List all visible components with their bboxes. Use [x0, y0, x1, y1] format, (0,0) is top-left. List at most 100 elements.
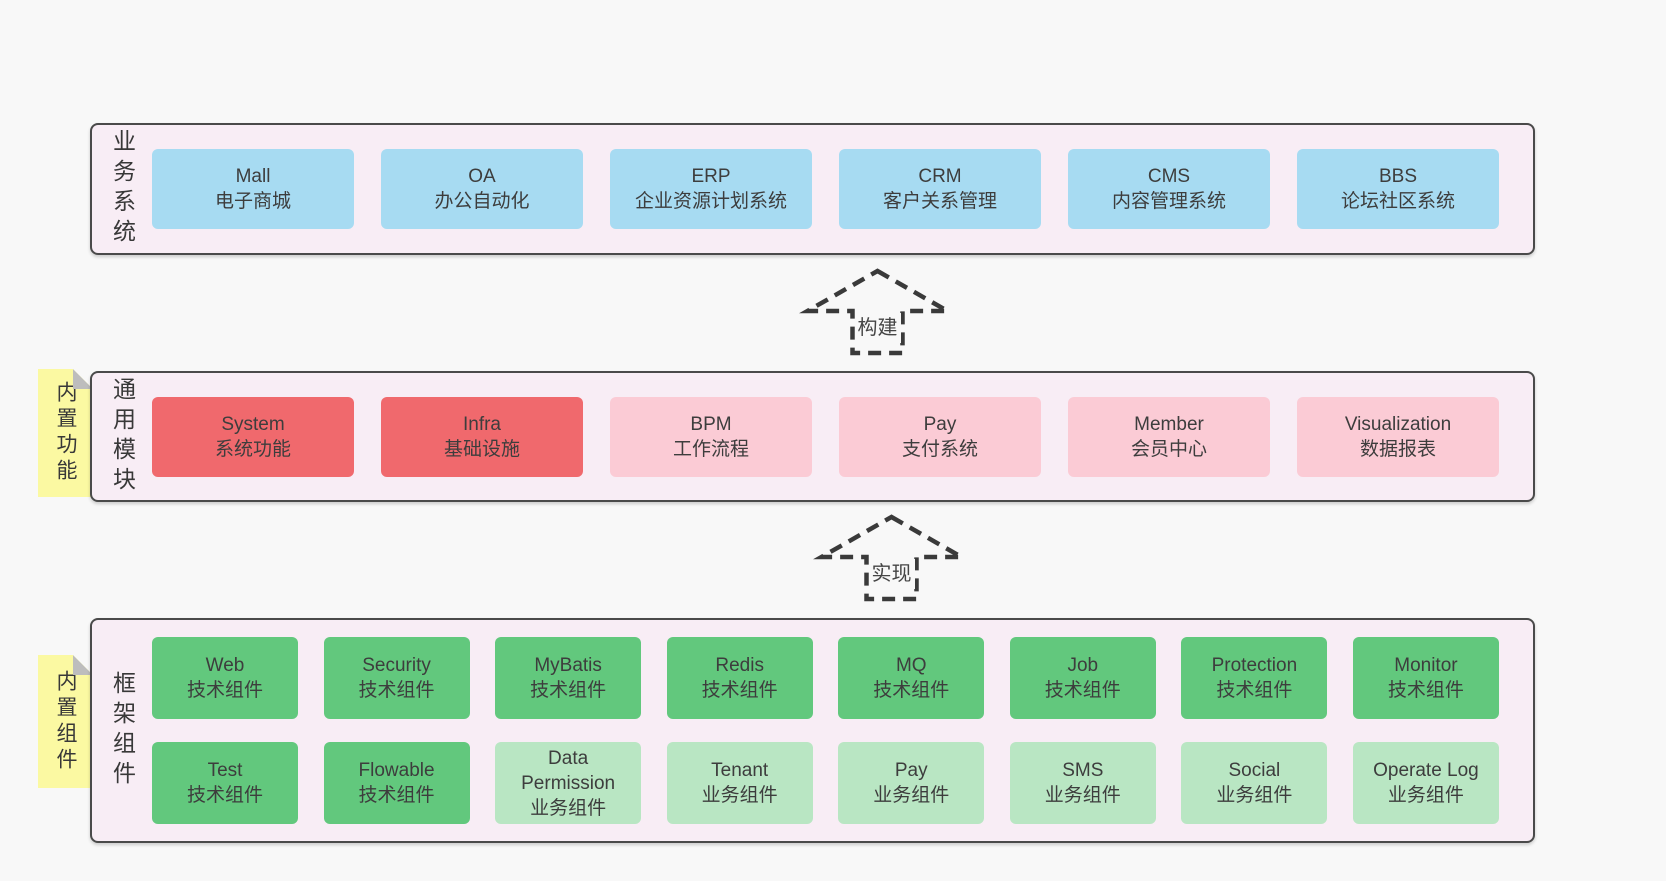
- box-title: CRM: [918, 166, 962, 187]
- box-subtitle: 业务组件: [1044, 785, 1121, 806]
- module-box-bpm: BPM 工作流程: [610, 396, 812, 477]
- box-subtitle: 系统功能: [214, 438, 291, 460]
- box-subtitle: 技术组件: [873, 680, 950, 701]
- box-subtitle: 工作流程: [672, 438, 749, 460]
- dashed-up-arrow-implement: 实现: [813, 514, 970, 602]
- box-subtitle: 技术组件: [1216, 680, 1293, 701]
- arrow-label: 实现: [872, 562, 912, 585]
- box-title: Flowable: [358, 760, 435, 781]
- band-label: 通用模块: [109, 376, 136, 497]
- box-subtitle: 业务组件: [1216, 785, 1293, 806]
- system-box-crm: CRM 客户关系管理: [839, 149, 1041, 229]
- band-label: 业务系统: [109, 129, 136, 249]
- common-modules-row: System 系统功能 Infra 基础设施 BPM 工作流程 Pay 支付系统…: [152, 373, 1533, 500]
- box-title: BPM: [690, 413, 732, 435]
- module-box-infra: Infra 基础设施: [381, 396, 583, 477]
- box-subtitle: 客户关系管理: [882, 191, 997, 212]
- box-title: Pay: [923, 413, 957, 435]
- component-box-monitor: Monitor 技术组件: [1352, 637, 1499, 719]
- band-label-column: 业务系统: [92, 125, 152, 253]
- box-subtitle: 技术组件: [1044, 680, 1121, 701]
- component-box-social: Social 业务组件: [1181, 742, 1328, 824]
- box-title: Web: [205, 655, 245, 676]
- box-title: Infra: [462, 413, 502, 435]
- box-subtitle: 业务组件: [701, 785, 778, 806]
- box-title: ERP: [691, 166, 731, 187]
- box-title: Tenant: [711, 760, 769, 781]
- band-framework-components: 框架组件 Web 技术组件 Security 技术组件 MyBatis 技术组件…: [90, 618, 1535, 843]
- arrow-label-bg: [869, 559, 915, 589]
- module-box-visualization: Visualization 数据报表: [1297, 396, 1499, 477]
- box-subtitle: 内容管理系统: [1111, 191, 1226, 212]
- box-title: Test: [207, 760, 243, 781]
- band-label: 框架组件: [109, 670, 136, 791]
- box-subtitle: 基础设施: [443, 438, 520, 460]
- arrow-outline: [813, 514, 970, 602]
- module-box-system: System 系统功能: [152, 396, 354, 477]
- component-box-web: Web 技术组件: [152, 637, 298, 719]
- box-subtitle: 技术组件: [186, 680, 263, 701]
- box-subtitle: 业务组件: [530, 797, 607, 819]
- box-title: Operate Log: [1373, 760, 1479, 781]
- box-title: BBS: [1378, 166, 1418, 187]
- components-row-1: Web 技术组件 Security 技术组件 MyBatis 技术组件 Redi…: [152, 637, 1499, 719]
- system-box-bbs: BBS 论坛社区系统: [1297, 149, 1499, 229]
- box-subtitle: 业务组件: [873, 785, 950, 806]
- box-subtitle: 数据报表: [1359, 438, 1436, 460]
- box-title: Monitor: [1394, 655, 1458, 676]
- note-label: 内置组件: [54, 669, 77, 774]
- dashed-up-arrow-build: 构建: [799, 268, 956, 356]
- component-box-mybatis: MyBatis 技术组件: [495, 637, 642, 719]
- box-subtitle: 技术组件: [186, 785, 263, 806]
- box-title: MQ: [895, 655, 927, 676]
- box-subtitle: 论坛社区系统: [1340, 191, 1455, 212]
- framework-components-grid: Web 技术组件 Security 技术组件 MyBatis 技术组件 Redi…: [152, 620, 1533, 841]
- box-title: System: [221, 413, 285, 435]
- system-box-oa: OA 办公自动化: [381, 149, 583, 229]
- component-box-protection: Protection 技术组件: [1181, 637, 1328, 719]
- business-systems-row: Mall 电子商城 OA 办公自动化 ERP 企业资源计划系统 CRM 客户关系…: [152, 125, 1533, 253]
- box-subtitle: 技术组件: [1387, 680, 1464, 701]
- box-subtitle: 会员中心: [1130, 438, 1207, 460]
- component-box-data-permission: Data Permission 业务组件: [495, 742, 642, 824]
- box-title: Social: [1228, 760, 1281, 781]
- box-title: Visualization: [1344, 413, 1452, 435]
- arrow-label-bg: [855, 313, 901, 343]
- box-subtitle: 支付系统: [901, 438, 978, 460]
- box-title: Mall: [235, 166, 271, 187]
- component-box-redis: Redis 技术组件: [666, 637, 813, 719]
- band-business-systems: 业务系统 Mall 电子商城 OA 办公自动化 ERP 企业资源计划系统 CRM…: [90, 123, 1535, 255]
- component-box-operate-log: Operate Log 业务组件: [1352, 742, 1499, 824]
- component-box-tenant: Tenant 业务组件: [666, 742, 813, 824]
- box-subtitle: 企业资源计划系统: [634, 191, 787, 212]
- system-box-cms: CMS 内容管理系统: [1068, 149, 1270, 229]
- sticky-note-built-in-features: 内置功能: [38, 369, 93, 497]
- box-title: CMS: [1147, 166, 1191, 187]
- box-title: Protection: [1211, 655, 1298, 676]
- box-subtitle: 技术组件: [358, 785, 435, 806]
- component-box-security: Security 技术组件: [323, 637, 470, 719]
- module-box-pay: Pay 支付系统: [839, 396, 1041, 477]
- band-label-column: 框架组件: [92, 620, 152, 841]
- arrow-outline: [799, 268, 956, 356]
- system-box-mall: Mall 电子商城: [152, 149, 354, 229]
- box-title: SMS: [1062, 760, 1104, 781]
- box-title: OA: [468, 166, 496, 187]
- component-box-test: Test 技术组件: [152, 742, 298, 824]
- component-box-flowable: Flowable 技术组件: [323, 742, 470, 824]
- arrow-label: 构建: [858, 316, 898, 339]
- note-label: 内置功能: [54, 381, 77, 485]
- band-label-column: 通用模块: [92, 373, 152, 500]
- box-title: Security: [362, 655, 431, 676]
- box-title: Job: [1067, 655, 1099, 676]
- component-box-mq: MQ 技术组件: [838, 637, 985, 719]
- component-box-sms: SMS 业务组件: [1009, 742, 1156, 824]
- sticky-note-built-in-components: 内置组件: [38, 655, 93, 788]
- box-subtitle: 办公自动化: [434, 191, 530, 212]
- box-title: MyBatis: [534, 655, 602, 676]
- module-box-member: Member 会员中心: [1068, 396, 1270, 477]
- component-box-job: Job 技术组件: [1009, 637, 1156, 719]
- box-subtitle: 技术组件: [358, 680, 435, 701]
- components-row-2: Test 技术组件 Flowable 技术组件 Data Permission …: [152, 742, 1499, 824]
